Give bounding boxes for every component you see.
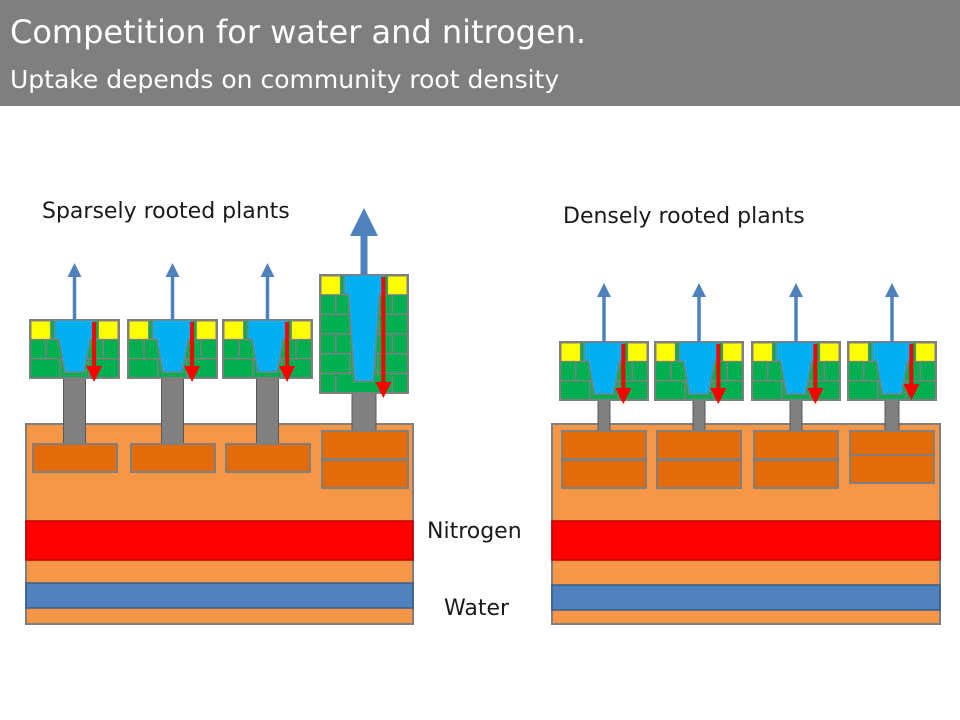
water-label: Water: [444, 596, 510, 621]
page-subtitle: Uptake depends on community root density: [10, 65, 560, 94]
plant: [559, 283, 649, 489]
plant-stem: [161, 375, 184, 446]
sparse-panel-label: Sparsely rooted plants: [42, 199, 290, 224]
root-block: [130, 443, 216, 473]
root-block: [849, 454, 935, 484]
root-block: [849, 430, 935, 456]
root-block: [561, 430, 647, 460]
leaf-yellow: [560, 342, 581, 362]
water-layer-sparse: [25, 582, 414, 609]
plant-stem: [692, 397, 706, 433]
header-bar: Competition for water and nitrogen. Upta…: [0, 0, 960, 106]
leaf-yellow: [128, 320, 150, 340]
plant-stem: [256, 375, 279, 446]
page-title: Competition for water and nitrogen.: [10, 13, 587, 51]
root-block: [321, 430, 409, 460]
leaf-yellow: [97, 320, 119, 340]
leaf-yellow: [290, 320, 312, 340]
leaf-yellow: [195, 320, 217, 340]
leaf-yellow: [223, 320, 245, 340]
root-block: [321, 459, 409, 489]
nitrogen-layer-dense: [551, 520, 941, 561]
root-block: [656, 430, 742, 460]
leaf-yellow: [819, 342, 840, 362]
plant-stem: [351, 390, 377, 433]
plant-stem: [789, 397, 803, 433]
plant: [29, 263, 120, 473]
leaf-yellow: [655, 342, 676, 362]
dense-panel-label: Densely rooted plants: [563, 204, 805, 229]
leaf-yellow: [30, 320, 52, 340]
dense-plants: [559, 283, 937, 489]
leaf-yellow: [915, 342, 936, 362]
root-block: [753, 459, 839, 489]
leaf-yellow: [387, 275, 408, 296]
leaf-yellow: [752, 342, 773, 362]
root-block: [32, 443, 118, 473]
water-layer-dense: [551, 584, 941, 611]
plant: [751, 283, 841, 489]
nitrogen-layer-sparse: [25, 520, 414, 561]
leaf-yellow: [848, 342, 869, 362]
plant-stem: [597, 397, 611, 433]
root-block: [753, 430, 839, 460]
root-block: [656, 459, 742, 489]
plant: [847, 283, 937, 484]
nitrogen-label: Nitrogen: [427, 519, 522, 544]
plant: [319, 208, 409, 489]
plant: [222, 263, 313, 473]
leaf-yellow: [722, 342, 743, 362]
plant-stem: [63, 375, 86, 446]
leaf-yellow: [320, 275, 341, 296]
leaf-yellow: [627, 342, 648, 362]
root-block: [225, 443, 311, 473]
root-block: [561, 459, 647, 489]
plant: [654, 283, 744, 489]
plant: [127, 263, 218, 473]
sparse-plants: [29, 208, 409, 489]
